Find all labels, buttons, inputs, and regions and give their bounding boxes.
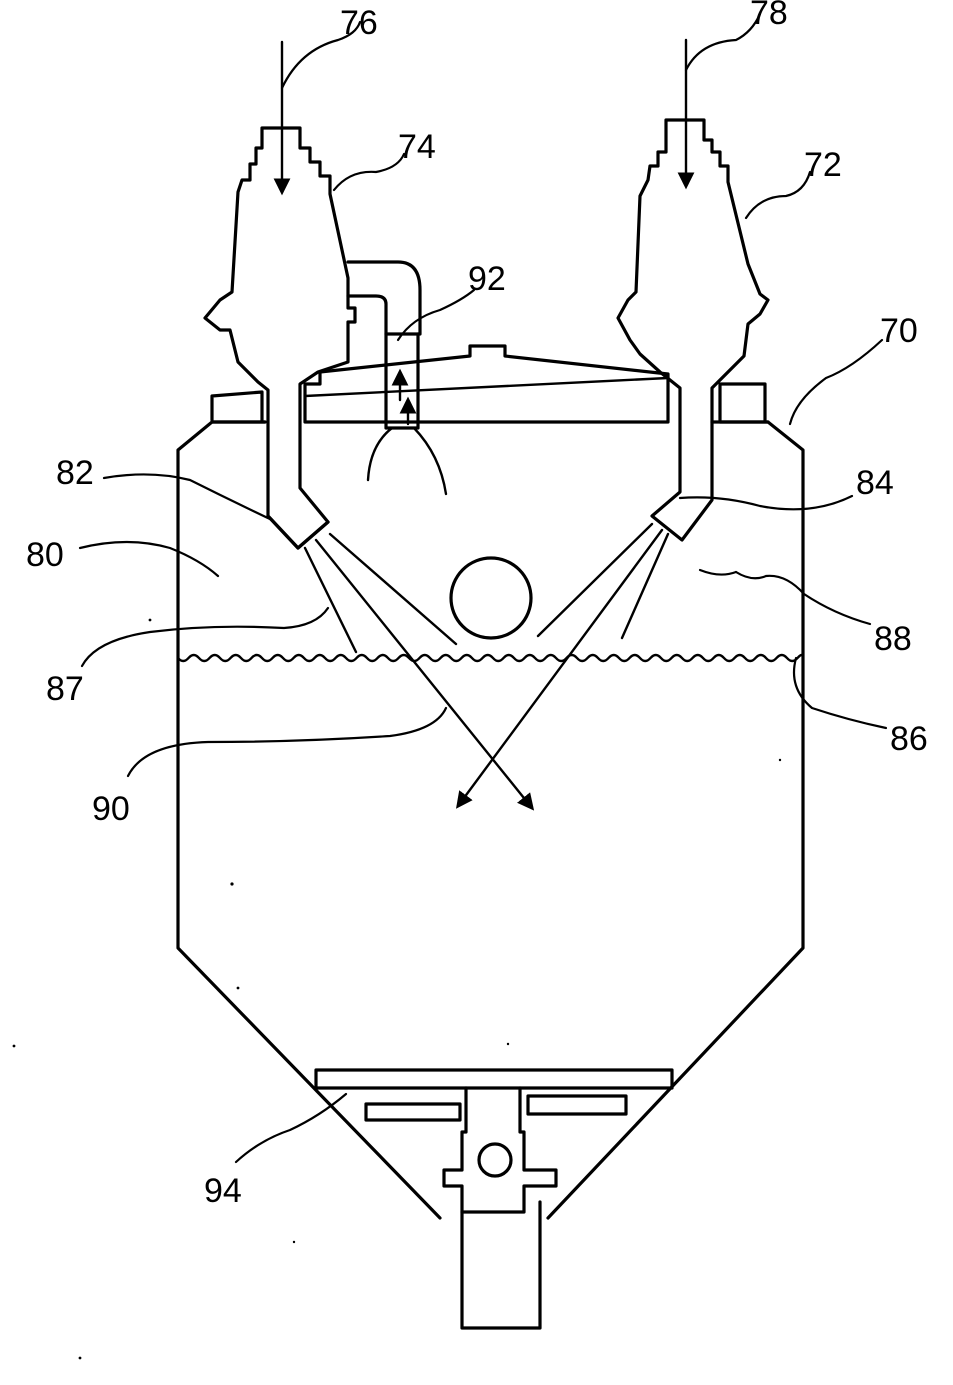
spray-left-outer bbox=[303, 546, 358, 654]
label-72: 72 bbox=[804, 146, 842, 184]
vessel-top-left-nozzle-mount bbox=[210, 390, 264, 422]
spray-right-inner bbox=[536, 522, 654, 638]
label-70: 70 bbox=[880, 312, 918, 350]
leader-76 bbox=[280, 20, 362, 90]
atomizer-right bbox=[616, 118, 770, 542]
vent-pipe-body bbox=[384, 332, 420, 430]
vessel-top-right-nozzle-mount bbox=[718, 382, 767, 422]
label-92: 92 bbox=[468, 260, 506, 298]
leader-88 bbox=[734, 570, 872, 626]
bottom-assembly bbox=[314, 1068, 674, 1330]
spray-right-outer bbox=[620, 532, 670, 640]
leader-90 bbox=[126, 706, 448, 778]
spray-left bbox=[303, 532, 535, 811]
leader-92 bbox=[396, 288, 476, 342]
vessel-outline bbox=[176, 420, 805, 1220]
label-87: 87 bbox=[46, 670, 84, 708]
leader-72 bbox=[744, 170, 812, 220]
vessel bbox=[176, 344, 805, 1220]
center-circle bbox=[449, 556, 533, 640]
bottom-bar-left bbox=[364, 1102, 462, 1122]
leader-78 bbox=[684, 12, 762, 72]
leader-80 bbox=[78, 540, 220, 578]
label-82: 82 bbox=[56, 454, 94, 492]
label-74: 74 bbox=[398, 128, 436, 166]
labels: 76 78 74 72 92 70 82 84 80 88 87 86 90 9… bbox=[26, 0, 928, 1210]
liquid-surface-wave bbox=[176, 653, 805, 663]
label-86: 86 bbox=[890, 720, 928, 758]
atomizer-left bbox=[203, 126, 422, 550]
atomizer-right-body bbox=[616, 118, 770, 542]
label-94: 94 bbox=[204, 1172, 242, 1210]
leader-84 bbox=[678, 494, 854, 511]
spray-left-arrow bbox=[314, 538, 535, 811]
leader-70 bbox=[788, 338, 884, 426]
atomizer-left-pipe bbox=[346, 260, 422, 336]
label-90: 90 bbox=[92, 790, 130, 828]
label-84: 84 bbox=[856, 464, 894, 502]
vessel-top-cover bbox=[303, 344, 670, 424]
spray-right bbox=[456, 522, 670, 809]
bottom-bar-right bbox=[526, 1094, 628, 1116]
vent-flow-right bbox=[412, 426, 448, 496]
spray-left-inner bbox=[328, 532, 458, 646]
bottom-stem bbox=[442, 1086, 558, 1214]
label-88: 88 bbox=[874, 620, 912, 658]
bottom-plate-top bbox=[314, 1068, 674, 1090]
scan-dots bbox=[12, 618, 782, 1360]
leader-82 bbox=[102, 473, 274, 522]
leader-86 bbox=[792, 656, 888, 730]
mark-88-curve bbox=[698, 568, 738, 576]
leader-87 bbox=[80, 606, 330, 668]
atomizer-left-body bbox=[203, 126, 357, 550]
vent-flow-left bbox=[366, 426, 394, 482]
label-76: 76 bbox=[340, 4, 378, 42]
cover-inner-line bbox=[303, 376, 670, 398]
bottom-valve-circle bbox=[477, 1142, 513, 1178]
leader-94 bbox=[234, 1092, 348, 1164]
vent-pipe bbox=[366, 332, 448, 496]
leader-74 bbox=[332, 152, 406, 192]
label-78: 78 bbox=[750, 0, 788, 32]
bottom-outlet bbox=[460, 1200, 542, 1330]
label-80: 80 bbox=[26, 536, 64, 574]
atomizer-left-nozzle-tip bbox=[266, 514, 330, 550]
spray-right-arrow bbox=[456, 528, 664, 809]
leader-lines bbox=[78, 12, 888, 1164]
